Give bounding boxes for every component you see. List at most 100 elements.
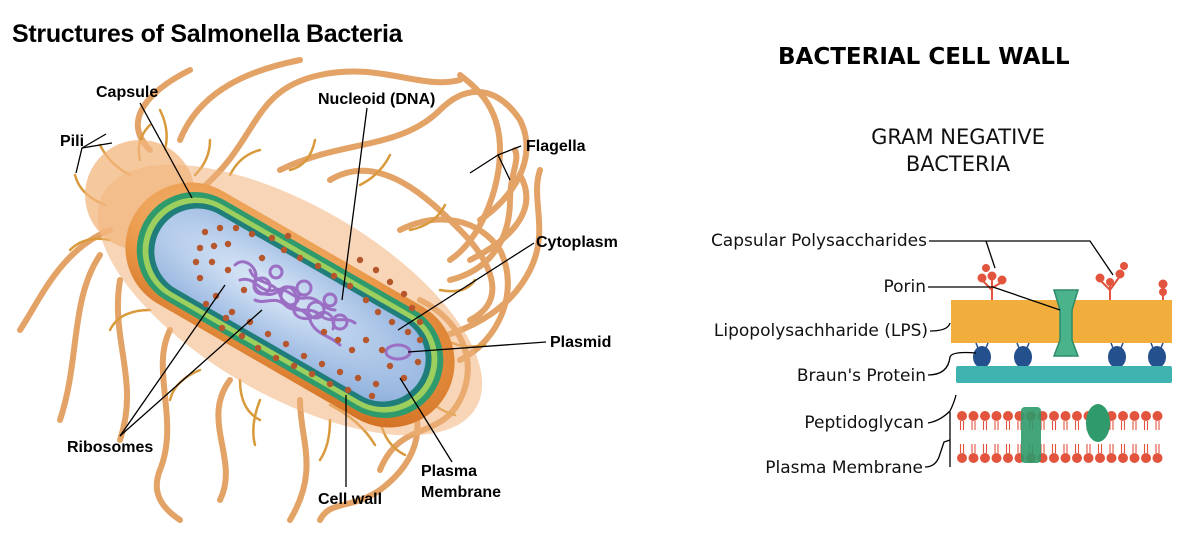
ribosome-dot (368, 392, 376, 400)
label-nucleoid: Nucleoid (DNA) (318, 91, 436, 108)
ribosome-dot (300, 352, 308, 360)
flagellum (57, 252, 103, 423)
label-plasma-membrane-line1: Plasma (421, 463, 478, 480)
right-title: BACTERIAL CELL WALL (778, 44, 1070, 70)
subtitle-line2: BACTERIA (905, 152, 1011, 176)
ribosome-dot (378, 346, 386, 354)
flagellum (427, 167, 543, 343)
lipid-head (991, 453, 1002, 463)
label-cell-wall: Cell wall (318, 491, 383, 508)
lipid-head (1003, 453, 1013, 463)
pilus (228, 148, 262, 177)
lipid-head (968, 411, 979, 421)
label-plasmid: Plasmid (550, 334, 612, 351)
flagellum (397, 216, 511, 363)
pilus (158, 108, 168, 152)
porin (1052, 289, 1080, 357)
label-plasma-membrane: Plasma Membrane (765, 458, 923, 478)
flagellum (114, 277, 130, 443)
plasma-membrane-bilayer (957, 411, 1163, 463)
lipid-head (1049, 411, 1059, 421)
ribosome-dot (356, 256, 364, 264)
pilus (252, 398, 262, 447)
pilus (318, 418, 332, 462)
label-capsule: Capsule (96, 84, 159, 101)
lipid-head (1118, 453, 1128, 463)
ribosomes-group (192, 224, 424, 400)
ribosome-dot (201, 228, 209, 236)
cell-wall-diagram (924, 240, 1172, 468)
lipid-head (1118, 411, 1128, 421)
ribosome-dot (228, 308, 236, 316)
ribosome-dot (246, 318, 254, 326)
ribosome-dot (272, 354, 280, 362)
lipid-head (1060, 453, 1071, 463)
ribosome-dot (414, 358, 422, 366)
flagellum (447, 147, 520, 283)
lipid-head (1129, 453, 1140, 463)
pilus (238, 378, 262, 422)
lipid-head (1072, 453, 1082, 463)
label-cytoplasm: Cytoplasm (536, 234, 618, 251)
ribosome-dot (284, 232, 292, 240)
ribosome-dot (374, 308, 382, 316)
ribosome-dot (336, 368, 344, 376)
lipid-head (1095, 453, 1105, 463)
lipid-head (991, 411, 1002, 421)
label-pili: Pili (60, 133, 85, 150)
lipid-head (957, 411, 967, 421)
lipid-head (1129, 411, 1140, 421)
flagellum (134, 67, 193, 153)
label-peptidoglycan: Peptidoglycan (804, 413, 924, 433)
membrane-protein (1086, 404, 1110, 442)
ribosome-dot (192, 258, 200, 266)
lipid-head (1141, 453, 1151, 463)
ribosome-dot (218, 324, 226, 332)
ribosome-dot (258, 254, 266, 262)
left-pointer-lines (75, 102, 547, 487)
ribosome-dot (222, 314, 230, 322)
ribosome-dot (354, 374, 362, 382)
subtitle-line1: GRAM NEGATIVE (871, 125, 1045, 149)
ribosome-dot (362, 296, 370, 304)
lipid-head (980, 453, 990, 463)
flagellum (287, 397, 310, 523)
lipid-head (968, 453, 979, 463)
label-flagella: Flagella (526, 138, 586, 155)
ribosome-dot (372, 380, 380, 388)
ribosome-dot (238, 332, 246, 340)
label-lps: Lipopolysachharide (LPS) (713, 321, 928, 341)
ribosome-dot (290, 362, 298, 370)
ribosome-dot (334, 336, 342, 344)
right-subtitle: GRAM NEGATIVE BACTERIA (840, 124, 1076, 178)
lipid-head (980, 411, 990, 421)
ribosome-dot (296, 254, 304, 262)
peptidoglycan-band (956, 366, 1172, 383)
ribosome-dot (202, 300, 210, 308)
pilus (438, 278, 477, 293)
ribosome-dot (196, 274, 204, 282)
lipid-head (1060, 411, 1071, 421)
flagellum (447, 72, 504, 263)
left-title: Structures of Salmonella Bacteria (12, 20, 403, 48)
nucleoid-dna (233, 260, 357, 347)
lipid-head (1049, 453, 1059, 463)
lipid-head (1072, 411, 1082, 421)
ribosome-dot (416, 318, 424, 326)
flagellum (327, 167, 496, 323)
ribosome-dot (372, 266, 380, 274)
ribosome-dot (208, 258, 216, 266)
ribosome-dot (248, 230, 256, 238)
ribosome-dot (196, 244, 204, 252)
ribosome-dot (362, 336, 370, 344)
ribosome-dot (216, 224, 224, 232)
capsular-polysaccharides (977, 262, 1168, 300)
ribosome-dot (400, 290, 408, 298)
ribosome-dot (318, 360, 326, 368)
ribosome-dot (232, 224, 240, 232)
label-plasma-membrane-line2: Membrane (421, 484, 502, 501)
ribosome-dot (330, 272, 338, 280)
flagellum (467, 172, 530, 263)
label-porin: Porin (883, 277, 926, 297)
